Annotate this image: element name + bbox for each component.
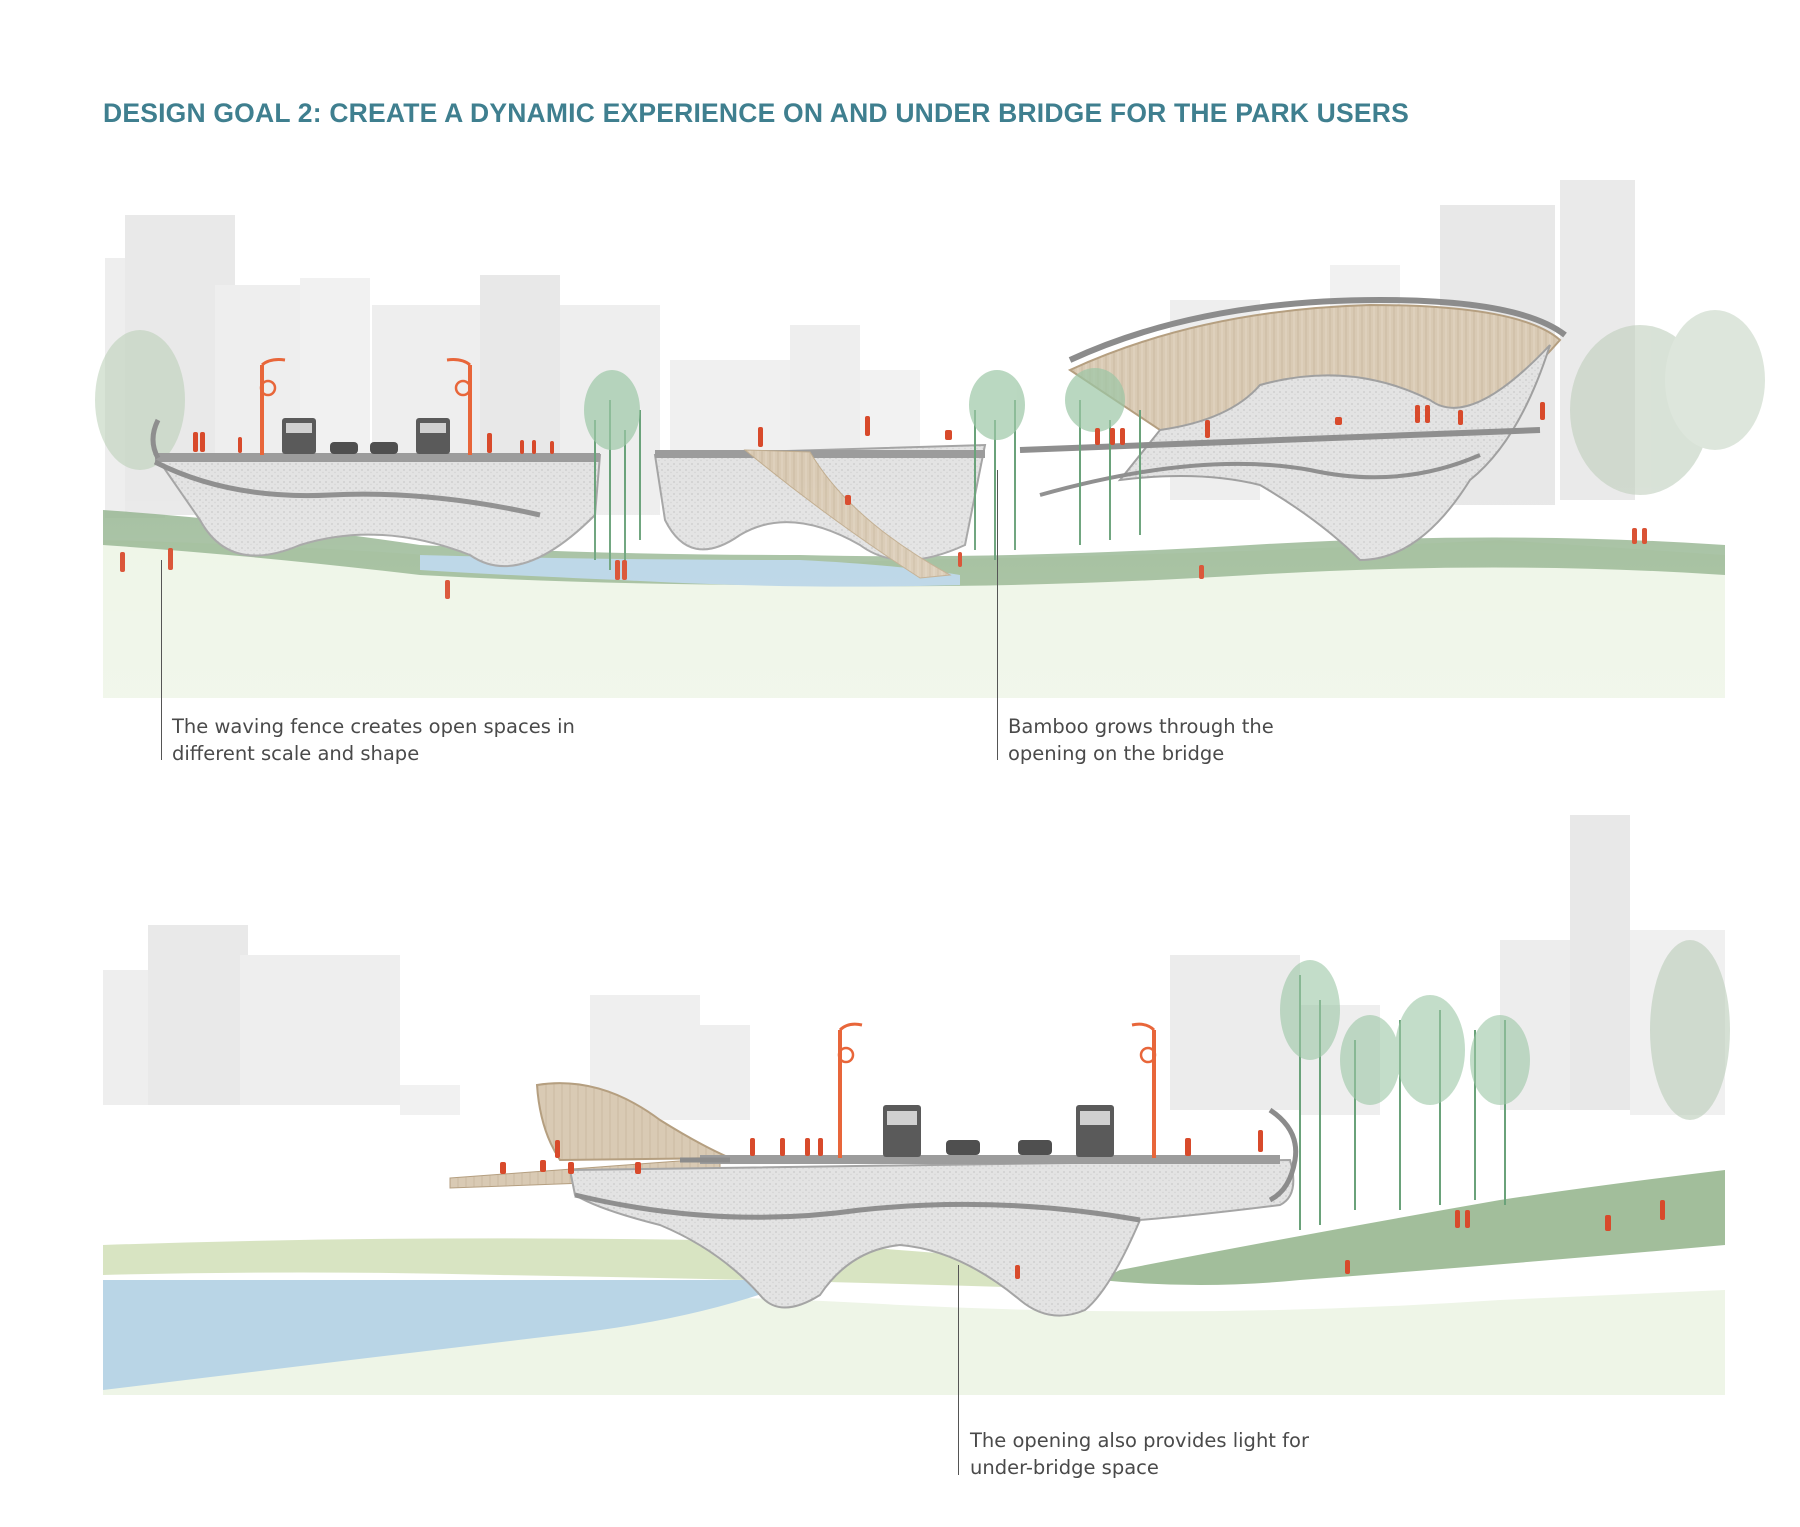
street-lamp-icon <box>1131 1022 1157 1158</box>
annotation-line: under-bridge space <box>970 1456 1159 1479</box>
background-trees <box>95 310 1765 495</box>
annotation-leader-line <box>997 470 998 760</box>
annotation-leader-line <box>161 560 162 760</box>
water-body <box>103 1280 800 1390</box>
bamboo-foliage <box>584 368 1125 450</box>
annotation-waving-fence: The waving fence creates open spaces in … <box>172 713 575 767</box>
people-figures <box>500 1130 1665 1279</box>
annotation-line: Bamboo grows through the <box>1008 715 1274 738</box>
annotation-bamboo-opening: Bamboo grows through the opening on the … <box>1008 713 1274 767</box>
bamboo-foliage <box>1280 940 1730 1120</box>
annotation-line: The opening also provides light for <box>970 1429 1309 1452</box>
street-lamp-icon <box>446 358 472 455</box>
annotation-light-opening: The opening also provides light for unde… <box>970 1427 1309 1481</box>
annotation-leader-line <box>958 1265 959 1475</box>
bus-icon <box>282 418 316 454</box>
bus-icon <box>416 418 450 454</box>
bridge-deck <box>568 1107 1299 1317</box>
annotation-line: The waving fence creates open spaces in <box>172 715 575 738</box>
bus-icon <box>883 1105 921 1157</box>
bridge-section-1-drawing <box>95 180 1765 700</box>
car-icon <box>946 1140 980 1155</box>
annotation-line: opening on the bridge <box>1008 742 1225 765</box>
car-icon <box>330 442 358 454</box>
bus-icon <box>1076 1105 1114 1157</box>
car-icon <box>370 442 398 454</box>
page-title: DESIGN GOAL 2: CREATE A DYNAMIC EXPERIEN… <box>103 98 1409 128</box>
background-buildings <box>103 815 1725 1120</box>
street-lamp-icon <box>259 358 286 455</box>
annotation-line: different scale and shape <box>172 742 420 765</box>
street-lamp-icon <box>837 1022 863 1158</box>
car-icon <box>1018 1140 1052 1155</box>
grass-strip <box>1100 1170 1725 1285</box>
